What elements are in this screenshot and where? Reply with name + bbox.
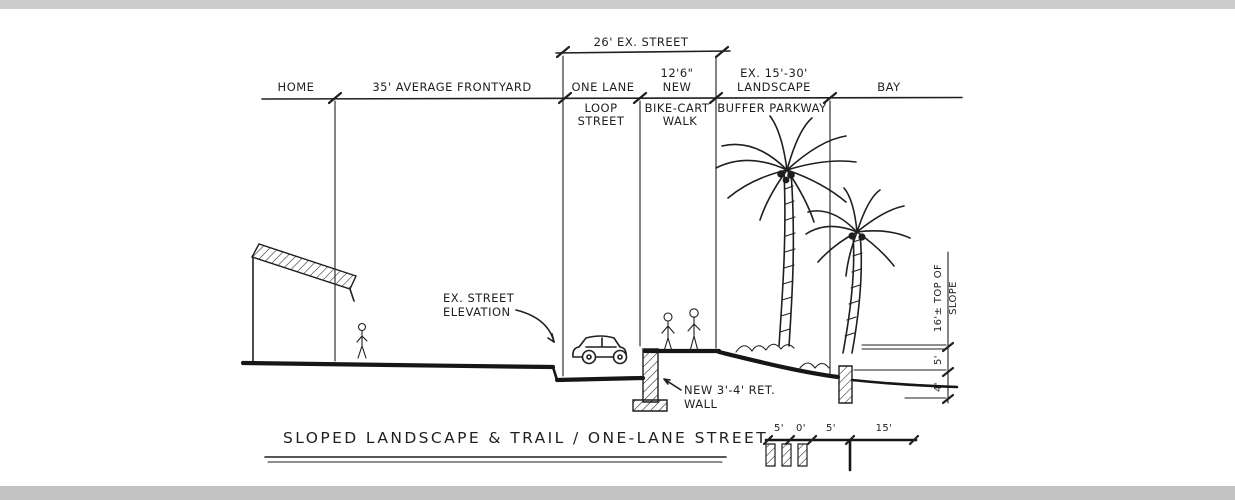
car [572, 335, 628, 365]
label-loop-street: STREET [578, 114, 625, 128]
label-buffer-parkway: BUFFER PARKWAY [717, 101, 827, 115]
label-dim-lower: 4' [933, 382, 944, 392]
label-street-elevation-2: ELEVATION [443, 305, 511, 319]
label-home: HOME [278, 80, 315, 94]
label-loop: LOOP [584, 101, 617, 115]
label-ret-wall-1: NEW 3'-4' RET. [684, 383, 775, 397]
label-frontyard: 35' AVERAGE FRONTYARD [372, 80, 531, 94]
street-curb-left [551, 365, 559, 382]
scale-d2: 0' [796, 423, 806, 434]
label-top-of-slope-1: 16'± TOP OF [933, 264, 944, 332]
house-section [250, 243, 357, 363]
label-street-elevation-1: EX. STREET [443, 291, 515, 305]
label-bike-cart: BIKE-CART [645, 101, 710, 115]
frontyard-ground [240, 360, 556, 370]
scale-d4: 15' [876, 423, 893, 434]
drawing-title: SLOPED LANDSCAPE & TRAIL / ONE-LANE STRE… [283, 429, 768, 447]
street-surface [554, 375, 646, 383]
figure-yard [356, 322, 368, 359]
scale-d1: 5' [774, 423, 784, 434]
house-fascia [349, 288, 355, 302]
scale-detail: 5' 0' 5' 15' [762, 423, 920, 472]
leader-street-elevation [515, 309, 555, 343]
figure-walk-1 [661, 312, 675, 352]
label-walk: WALK [663, 114, 698, 128]
scale-d3: 5' [826, 423, 836, 434]
slope-dimension: 16'± TOP OF SLOPE 5' 4' [933, 251, 959, 405]
label-top-of-slope-2: SLOPE [948, 281, 959, 315]
label-street-overall: 26' EX. STREET [594, 35, 689, 49]
label-landscape-width: EX. 15'-30' [740, 66, 808, 80]
bay-ground [850, 378, 959, 389]
dimension-labels: 26' EX. STREET HOME 35' AVERAGE FRONTYAR… [278, 35, 901, 128]
label-walk-width: 12'6" [661, 66, 694, 80]
annotation-ret-wall: NEW 3'-4' RET. WALL [663, 378, 775, 411]
dimension-chain [261, 45, 963, 377]
annotation-street-elevation: EX. STREET ELEVATION [443, 291, 555, 343]
slope-ground [716, 349, 841, 380]
label-walk-new: NEW [663, 80, 692, 94]
label-dim-upper: 5' [933, 355, 944, 365]
label-bay: BAY [877, 80, 901, 94]
leader-ret-wall [663, 378, 682, 391]
label-ret-wall-2: WALL [684, 397, 718, 411]
scan-band-bottom [0, 486, 1235, 500]
retaining-wall-bay [838, 365, 853, 404]
shrubs [735, 343, 830, 369]
label-landscape: LANDSCAPE [737, 80, 811, 94]
house-roof-hatch [250, 243, 357, 290]
palm-tree-2 [805, 187, 911, 354]
scan-band-top [0, 0, 1235, 9]
title-block: SLOPED LANDSCAPE & TRAIL / ONE-LANE STRE… [264, 429, 768, 463]
figure-walk-2 [687, 308, 701, 352]
retaining-wall-new [632, 348, 668, 412]
palm-tree-1 [715, 115, 857, 347]
label-one-lane: ONE LANE [572, 80, 635, 94]
